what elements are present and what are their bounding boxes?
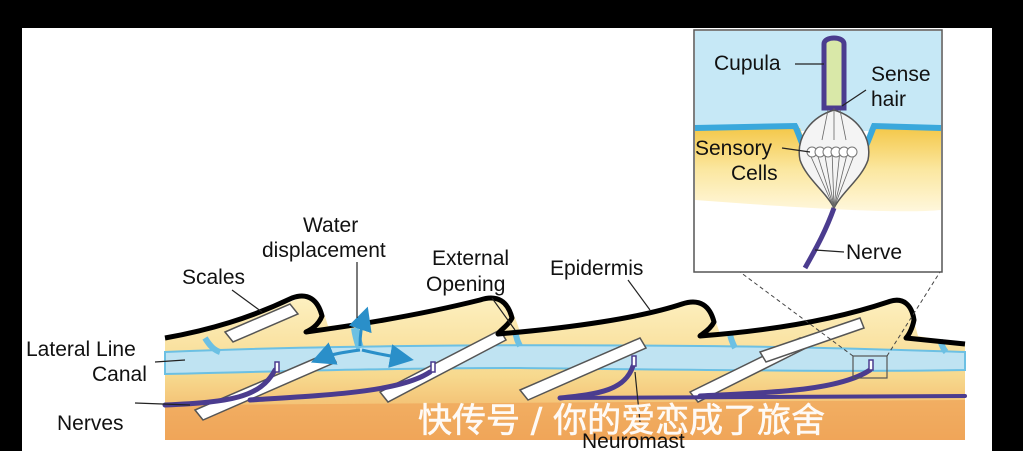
scale xyxy=(758,317,865,363)
label-lateral-line-canal-1: Lateral Line xyxy=(26,338,136,361)
label-sense-hair-1: Sense xyxy=(871,63,931,86)
nerves-group xyxy=(162,363,967,408)
nerve-fiber xyxy=(247,369,433,403)
inset-nerve xyxy=(802,207,837,270)
leader-lines xyxy=(134,262,651,423)
deep-tissue xyxy=(165,400,965,440)
skin-cross-section xyxy=(162,271,967,440)
sensory-cells xyxy=(806,146,858,158)
label-lateral-line-canal-2: Canal xyxy=(92,363,147,386)
label-nerves: Nerves xyxy=(57,412,124,435)
label-water-displacement-2: displacement xyxy=(262,239,386,262)
water-displacement-arrows xyxy=(310,306,414,368)
neuromast xyxy=(430,361,436,373)
inset-water xyxy=(695,31,941,131)
scale xyxy=(223,303,300,343)
neuromast xyxy=(868,359,874,371)
cupula xyxy=(821,35,847,111)
inset-indicator xyxy=(852,355,888,379)
watermark-text: 快传号 / 你的爱恋成了旅舍 xyxy=(418,401,825,441)
epidermis-outline xyxy=(164,293,966,347)
canal-opening xyxy=(202,336,222,355)
inset-leaders xyxy=(781,63,867,253)
label-nerve: Nerve xyxy=(846,241,902,264)
label-sense-hair-2: hair xyxy=(871,88,906,111)
neuromast xyxy=(631,355,637,367)
label-sensory-cells-2: Cells xyxy=(731,162,778,185)
label-neuromast: Neuromast xyxy=(582,430,685,451)
scale xyxy=(518,337,648,401)
label-cupula: Cupula xyxy=(714,52,781,75)
scale xyxy=(378,329,508,403)
nerve-fiber xyxy=(697,367,873,399)
zoom-line xyxy=(739,271,854,357)
zoom-line xyxy=(886,271,941,357)
label-external-opening-2: Opening xyxy=(426,273,505,296)
label-scales: Scales xyxy=(182,266,245,289)
label-external-opening-1: External xyxy=(432,247,509,270)
neuromasts xyxy=(274,355,874,373)
neuromast-inset: Cupula Sense hair Sensory Cells Nerve xyxy=(693,29,943,273)
neuromast xyxy=(274,361,280,373)
sensory-fibres xyxy=(807,108,857,209)
inset-frame xyxy=(693,29,943,273)
nerve-trunk xyxy=(558,394,967,400)
label-epidermis: Epidermis xyxy=(550,257,643,280)
label-water-displacement-1: Water xyxy=(303,214,358,237)
label-sensory-cells-1: Sensory xyxy=(695,137,773,160)
nerve-fiber xyxy=(162,367,278,408)
